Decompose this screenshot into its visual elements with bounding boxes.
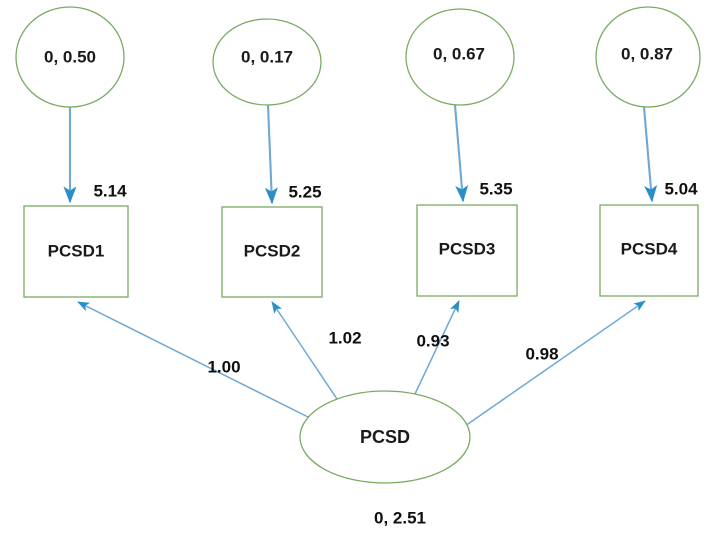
error-ellipse-pcsd3[interactable]: [405, 8, 515, 106]
intercept-label-pcsd1: 5.14: [93, 181, 127, 200]
error-label-pcsd4: 0, 0.87: [621, 44, 673, 63]
error-node-pcsd1[interactable]: 0, 0.50: [15, 6, 125, 108]
loading-label-pcsd2: 1.02: [328, 328, 361, 347]
loading-label-pcsd4: 0.98: [525, 344, 558, 363]
loading-arrow-pcsd2: [271, 301, 338, 400]
indicator-node-pcsd1[interactable]: PCSD1: [23, 205, 129, 298]
error-node-pcsd2[interactable]: 0, 0.17: [212, 18, 322, 106]
indicator-node-pcsd2[interactable]: PCSD2: [221, 206, 323, 298]
error-node-pcsd4[interactable]: 0, 0.87: [595, 6, 701, 108]
indicator-label-pcsd3: PCSD3: [439, 239, 496, 258]
loading-label-pcsd3: 0.93: [416, 331, 449, 350]
indicator-node-pcsd4[interactable]: PCSD4: [599, 204, 699, 297]
error-label-pcsd2: 0, 0.17: [241, 47, 293, 66]
error-ellipse-pcsd2[interactable]: [212, 18, 322, 106]
loading-arrow-pcsd1: [77, 301, 315, 421]
error-ellipse-pcsd4[interactable]: [595, 6, 701, 108]
latent-variance-label: 0, 2.51: [374, 508, 426, 527]
intercept-label-pcsd3: 5.35: [479, 179, 512, 198]
indicator-rect-pcsd4[interactable]: [599, 204, 699, 297]
indicator-rect-pcsd3[interactable]: [416, 204, 518, 297]
error-arrow-pcsd2: [264, 104, 278, 205]
indicator-label-pcsd4: PCSD4: [621, 239, 678, 258]
error-node-pcsd3[interactable]: 0, 0.67: [405, 8, 515, 106]
indicator-rect-pcsd1[interactable]: [23, 205, 129, 298]
loading-arrow-pcsd3: [413, 300, 460, 397]
indicator-node-pcsd3[interactable]: PCSD3: [416, 204, 518, 297]
error-label-pcsd1: 0, 0.50: [44, 47, 96, 66]
intercept-label-pcsd4: 5.04: [664, 179, 698, 198]
indicator-rect-pcsd2[interactable]: [221, 206, 323, 298]
latent-ellipse-pcsd[interactable]: [299, 390, 471, 484]
error-label-pcsd3: 0, 0.67: [433, 44, 485, 63]
loading-label-pcsd1: 1.00: [207, 357, 240, 376]
latent-node-pcsd[interactable]: PCSD: [299, 390, 471, 484]
error-arrow-pcsd4: [642, 106, 658, 203]
latent-label-pcsd: PCSD: [360, 427, 410, 447]
error-arrow-pcsd3: [453, 104, 469, 203]
intercept-label-pcsd2: 5.25: [288, 182, 321, 201]
indicator-label-pcsd2: PCSD2: [244, 241, 301, 260]
indicator-label-pcsd1: PCSD1: [48, 241, 105, 260]
loading-arrow-pcsd4: [464, 300, 646, 427]
